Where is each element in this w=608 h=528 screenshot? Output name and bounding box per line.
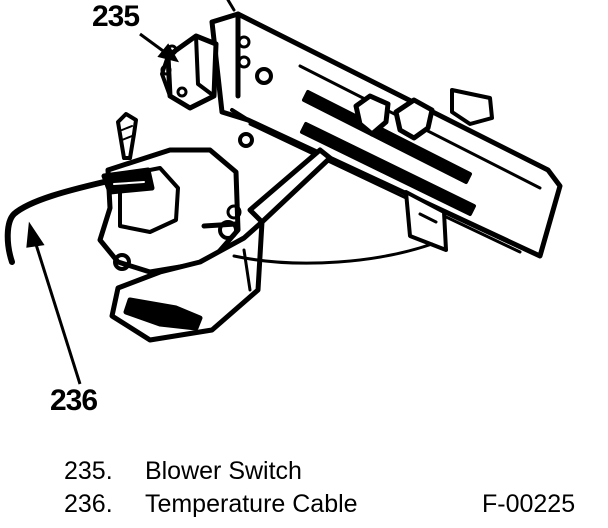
legend-item: 235. Blower Switch: [64, 457, 302, 485]
cable-clamp: [101, 167, 155, 195]
temperature-cable: [4, 179, 107, 265]
callout-236: 236: [50, 384, 98, 417]
callout-235: 235: [92, 0, 140, 33]
legend-number: 235.: [64, 457, 113, 485]
mounting-screw: [116, 112, 138, 160]
legend-label: Temperature Cable: [144, 490, 358, 518]
figure-code: F-00225: [482, 490, 576, 518]
control-arm: [109, 147, 434, 343]
legend-number: 236.: [64, 490, 113, 518]
blower-switch: [160, 0, 236, 111]
legend-label: Blower Switch: [144, 457, 302, 485]
control-bracket: [209, 11, 563, 259]
heater-control-diagram: [4, 0, 563, 385]
legend-item: 236. Temperature Cable: [64, 490, 358, 518]
leader-arrows: [26, 32, 180, 385]
